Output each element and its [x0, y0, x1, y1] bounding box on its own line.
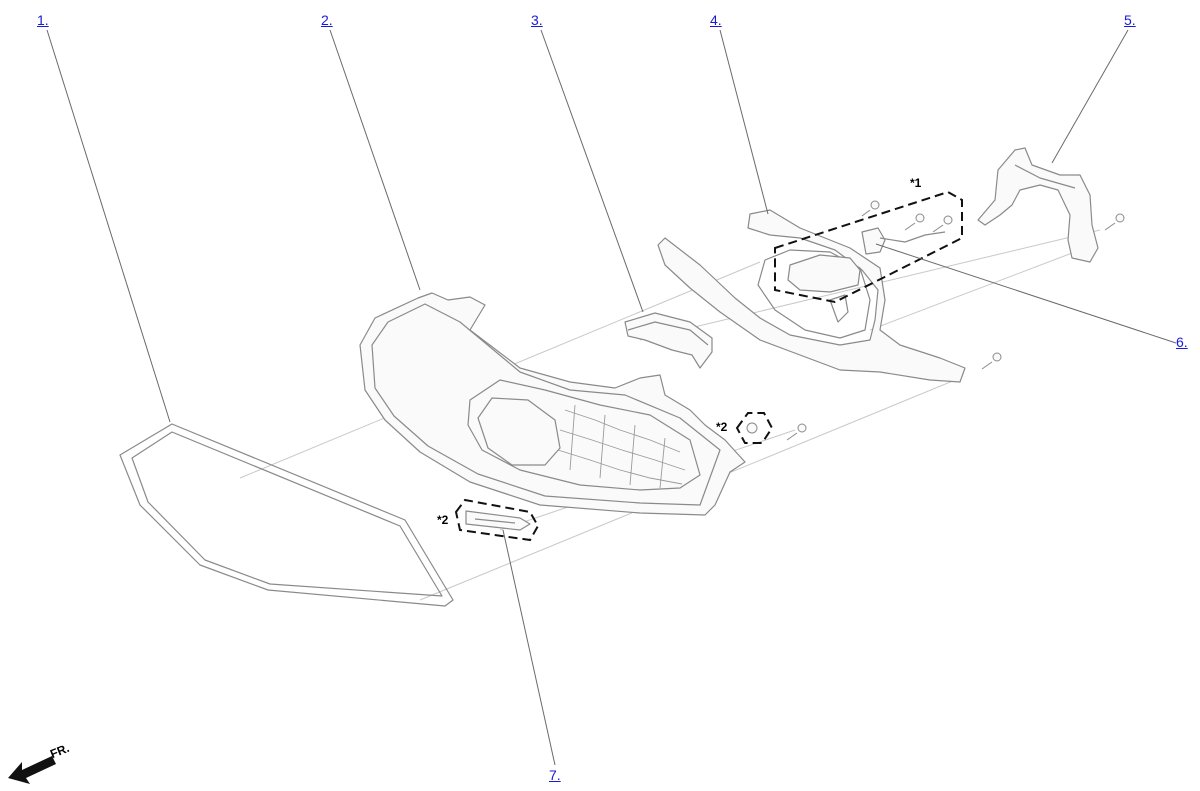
callout-3[interactable]: 3.	[531, 12, 543, 28]
mark-star-2b: *2	[437, 513, 449, 527]
part-4-grille-retainer[interactable]	[657, 209, 966, 383]
callout-1[interactable]: 1.	[37, 12, 49, 28]
part-5-side-bracket[interactable]	[977, 147, 1099, 263]
dashed-group-2a	[735, 412, 774, 444]
part-2-radiator-grille[interactable]	[359, 292, 746, 516]
mark-star-1: *1	[910, 176, 922, 190]
part-3-grille-bracket[interactable]	[624, 312, 713, 369]
part-1-grille-molding[interactable]	[119, 423, 454, 607]
callout-5[interactable]: 5.	[1124, 12, 1136, 28]
leader-lines	[46, 29, 1177, 766]
callout-7[interactable]: 7.	[549, 767, 561, 783]
grille-mesh	[557, 404, 686, 489]
mark-star-2a: *2	[716, 420, 728, 434]
dashed-group-2b	[454, 498, 540, 542]
front-direction-arrow-icon	[8, 756, 56, 784]
dashed-group-1	[774, 190, 963, 304]
callout-4[interactable]: 4.	[710, 12, 722, 28]
part-6-sensor-assembly[interactable]	[787, 227, 946, 293]
fasteners	[746, 200, 1125, 441]
callout-6[interactable]: 6.	[1176, 334, 1188, 350]
callout-2[interactable]: 2.	[321, 12, 333, 28]
part-7-emblem[interactable]	[465, 510, 531, 531]
